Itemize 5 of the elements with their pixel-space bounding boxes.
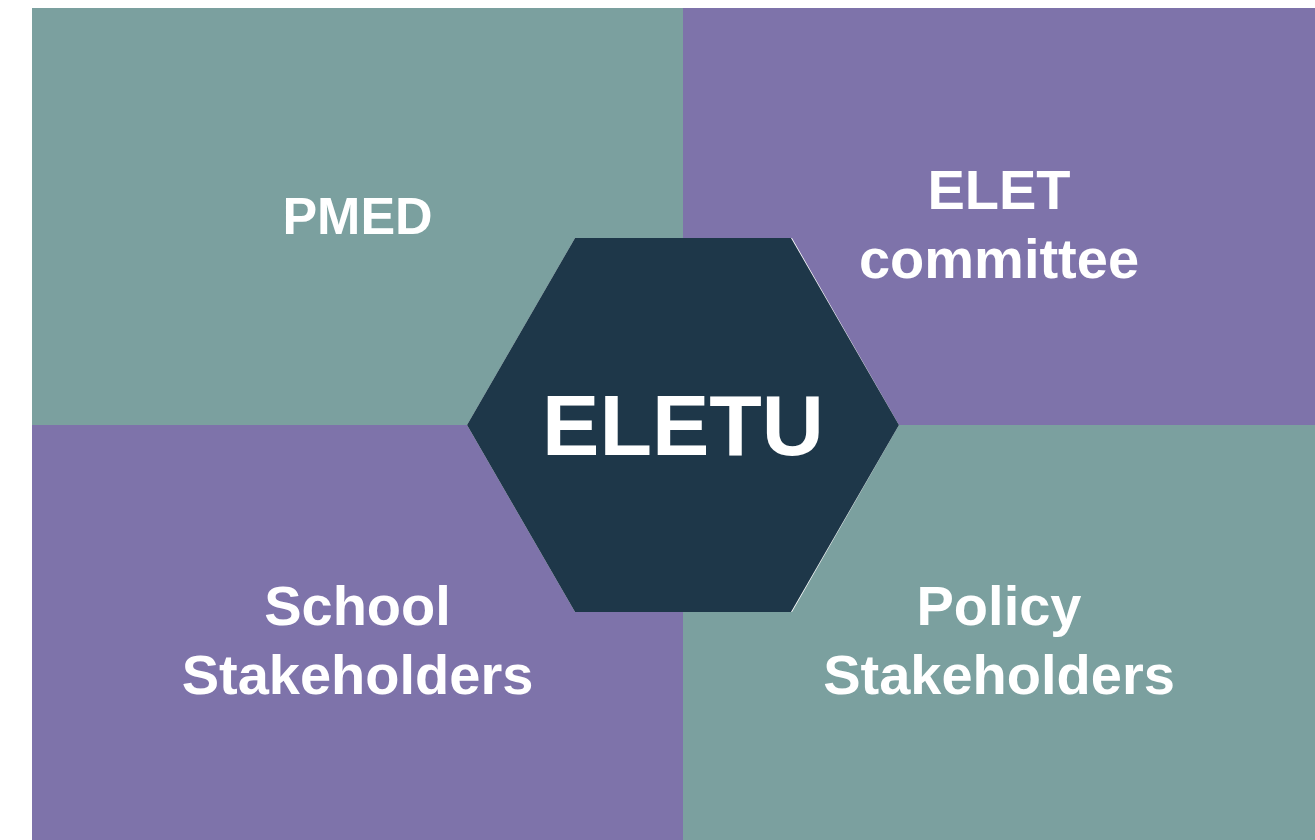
panel-label: Policy Stakeholders: [822, 573, 1176, 708]
hexagon-label: ELETU: [542, 375, 824, 475]
panel-label: ELET committee: [857, 157, 1141, 292]
panel-label: School Stakeholders: [180, 573, 535, 708]
panel-label: PMED: [282, 185, 433, 247]
